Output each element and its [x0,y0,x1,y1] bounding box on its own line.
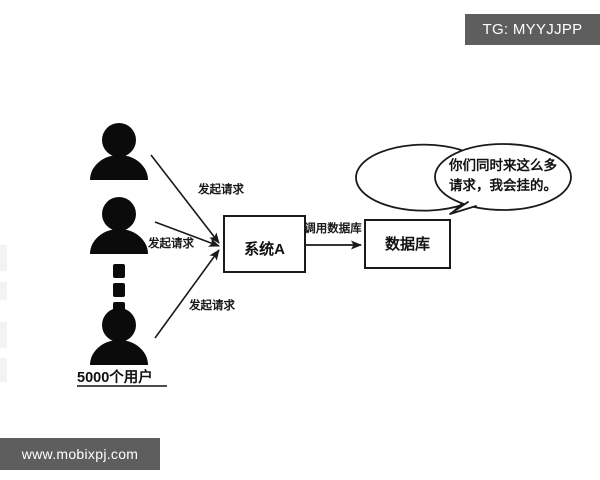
node-database-label: 数据库 [385,235,430,253]
edge-label-call-database: 调用数据库 [304,221,362,235]
users-group [90,123,148,365]
user-person-icon [90,308,148,365]
edge-user-middle-to-system [154,221,220,247]
edge-label-request-middle: 发起请求 [147,236,194,250]
user-person-icon [90,197,148,254]
artifact-smudge [0,245,7,271]
edge-user-top-to-system [150,154,220,244]
artifact-smudge [0,358,7,382]
edge-label-request-bottom: 发起请求 [188,298,235,312]
watermark-badge-top-right: TG: MYYJJPP [465,14,600,45]
speech-bubble-line-2: 请求，我会挂的。 [449,177,557,193]
watermark-badge-bottom-left: www.mobixpj.com [0,438,160,470]
node-system-a-label: 系统A [244,240,285,258]
speech-bubble: 你们同时来这么多 请求，我会挂的。 [355,143,572,215]
artifact-smudge [0,322,7,348]
artifact-smudge [0,282,7,300]
user-person-icon [90,123,148,180]
edge-user-bottom-to-system [154,249,220,339]
users-caption: 5000个用户 [77,368,153,386]
edge-label-request-top: 发起请求 [197,182,244,196]
users-caption-group: 5000个用户 [77,368,167,387]
node-system-a[interactable]: 系统A [223,215,306,273]
request-arrows [150,154,220,339]
speech-bubble-line-1: 你们同时来这么多 [448,157,557,173]
node-database[interactable]: 数据库 [364,219,451,269]
